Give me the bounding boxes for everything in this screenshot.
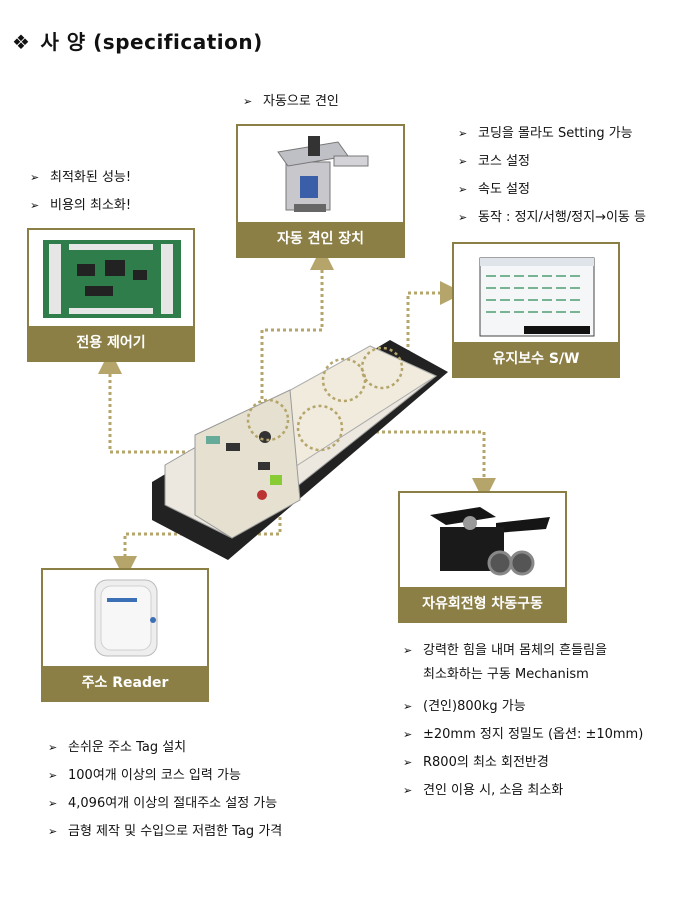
list-item: ➢R800의 최소 회전반경: [403, 753, 643, 781]
list-item: ➢4,096여개 이상의 절대주소 설정 가능: [48, 794, 282, 822]
arrow-bullet-icon: ➢: [403, 784, 413, 797]
arrow-bullet-icon: ➢: [48, 797, 58, 810]
connector-drive: [340, 430, 496, 502]
software-screenshot-image: [454, 244, 618, 342]
towing-label: 자동 견인 장치: [238, 222, 403, 256]
list-item: ➢금형 제작 및 수입으로 저렴한 Tag 가격: [48, 822, 282, 850]
list-item: ➢손쉬운 주소 Tag 설치: [48, 738, 282, 766]
towing-device-image: [238, 126, 403, 222]
connector-reader: [113, 505, 282, 580]
list-item: ➢자동으로 견인: [243, 92, 339, 120]
list-item: 최소화하는 구동 Mechanism: [423, 667, 589, 682]
controller-label: 전용 제어기: [29, 326, 193, 360]
arrow-bullet-icon: ➢: [403, 700, 413, 713]
list-item: ➢동작 : 정지/서행/정지→이동 등: [458, 208, 646, 236]
arrow-bullet-icon: ➢: [30, 171, 40, 184]
drive-unit-image: [400, 493, 565, 587]
drive-card: 자유회전형 차동구동: [398, 491, 567, 623]
reader-label: 주소 Reader: [43, 666, 207, 700]
arrow-bullet-icon: ➢: [48, 825, 58, 838]
agv-vehicle: [152, 340, 448, 560]
arrow-bullet-icon: ➢: [243, 95, 253, 108]
drive-label: 자유회전형 차동구동: [400, 587, 565, 621]
list-item: ➢속도 설정: [458, 180, 646, 208]
address-reader-image: [43, 570, 207, 666]
arrow-bullet-icon: ➢: [48, 741, 58, 754]
software-bullets: ➢코딩을 몰라도 Setting 가능 ➢코스 설정 ➢속도 설정 ➢동작 : …: [458, 124, 646, 236]
towing-bullets: ➢자동으로 견인: [243, 92, 339, 120]
software-label: 유지보수 S/W: [454, 342, 618, 376]
list-item: ➢코딩을 몰라도 Setting 가능: [458, 124, 646, 152]
connector-towing: [260, 246, 334, 405]
reader-card: 주소 Reader: [41, 568, 209, 702]
controller-board-image: [29, 230, 193, 326]
page-title: ❖ 사 양 (specification): [12, 26, 263, 55]
arrow-bullet-icon: ➢: [403, 756, 413, 769]
arrow-bullet-icon: ➢: [403, 644, 413, 657]
arrow-bullet-icon: ➢: [458, 155, 468, 168]
controller-bullets: ➢최적화된 성능! ➢비용의 최소화!: [30, 168, 131, 224]
list-item: ➢(견인)800kg 가능: [403, 697, 643, 725]
arrow-bullet-icon: ➢: [48, 769, 58, 782]
diamond-bullet-icon: ❖: [12, 30, 31, 54]
page-title-text: 사 양 (specification): [40, 30, 263, 54]
list-item: ➢코스 설정: [458, 152, 646, 180]
arrow-bullet-icon: ➢: [458, 183, 468, 196]
reader-bullets: ➢손쉬운 주소 Tag 설치 ➢100여개 이상의 코스 입력 가능 ➢4,09…: [48, 738, 282, 850]
controller-card: 전용 제어기: [27, 228, 195, 362]
arrow-bullet-icon: ➢: [458, 127, 468, 140]
list-item: ➢±20mm 정지 정밀도 (옵션: ±10mm): [403, 725, 643, 753]
arrow-bullet-icon: ➢: [30, 199, 40, 212]
software-card: 유지보수 S/W: [452, 242, 620, 378]
list-item: ➢견인 이용 시, 소음 최소화: [403, 781, 643, 809]
connector-software: [385, 281, 464, 362]
list-item: ➢100여개 이상의 코스 입력 가능: [48, 766, 282, 794]
list-item: ➢비용의 최소화!: [30, 196, 131, 224]
drive-bullets: ➢강력한 힘을 내며 몸체의 흔들림을 최소화하는 구동 Mechanism ➢…: [403, 641, 643, 809]
towing-card: 자동 견인 장치: [236, 124, 405, 258]
arrow-bullet-icon: ➢: [458, 211, 468, 224]
list-item: ➢최적화된 성능!: [30, 168, 131, 196]
list-item: ➢강력한 힘을 내며 몸체의 흔들림을: [403, 641, 643, 665]
arrow-bullet-icon: ➢: [403, 728, 413, 741]
